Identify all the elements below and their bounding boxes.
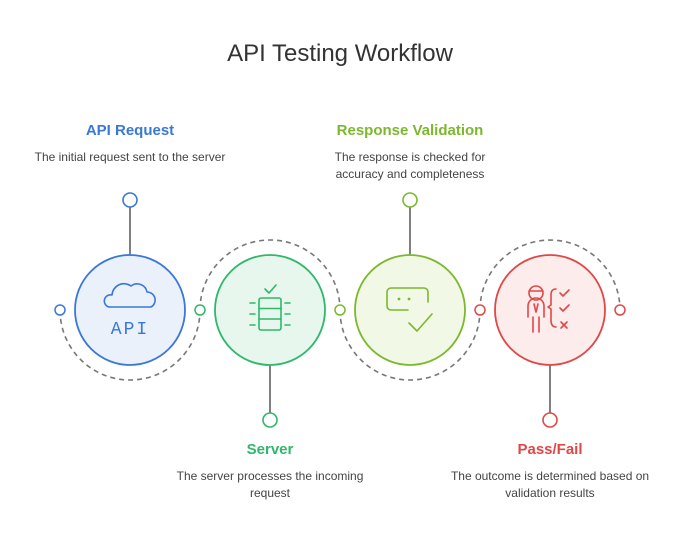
server-icon	[249, 284, 291, 331]
junction-node-3-4	[474, 304, 486, 316]
step-4-bottom-node	[542, 412, 558, 428]
step-2-circle	[214, 254, 326, 366]
step-1-circle	[74, 254, 186, 366]
page-title: API Testing Workflow	[227, 40, 453, 67]
step-3-top-node	[402, 192, 418, 208]
step-3-title: Response Validation	[336, 122, 484, 139]
step-2-title: Server	[246, 441, 294, 458]
step-1-title: API Request	[85, 122, 175, 139]
junction-node-2-3	[334, 304, 346, 316]
left-junction-node	[54, 304, 66, 316]
step-1-description: The initial request sent to the server	[34, 150, 226, 164]
step-2-description: The server processes the incoming reques…	[176, 469, 364, 500]
step-3-description: The response is checked for accuracy and…	[334, 150, 486, 181]
connector-arc-1	[59, 309, 201, 381]
step-4-circle	[494, 254, 606, 366]
step-4-title: Pass/Fail	[517, 441, 583, 458]
step-4-description: The outcome is determined based on valid…	[450, 469, 650, 500]
response-check-icon	[386, 287, 433, 332]
junction-node-1-2	[194, 304, 206, 316]
connector-arc-3	[339, 309, 481, 381]
step-2-bottom-node	[262, 412, 278, 428]
step-1-top-node	[122, 192, 138, 208]
cloud-api-icon: API	[103, 282, 156, 340]
right-junction-node	[614, 304, 626, 316]
step-3-circle	[354, 254, 466, 366]
api-icon-label: API	[111, 320, 149, 340]
connector-arc-2	[199, 239, 341, 311]
connector-arc-4	[479, 239, 621, 311]
pass-fail-person-icon	[527, 285, 570, 333]
